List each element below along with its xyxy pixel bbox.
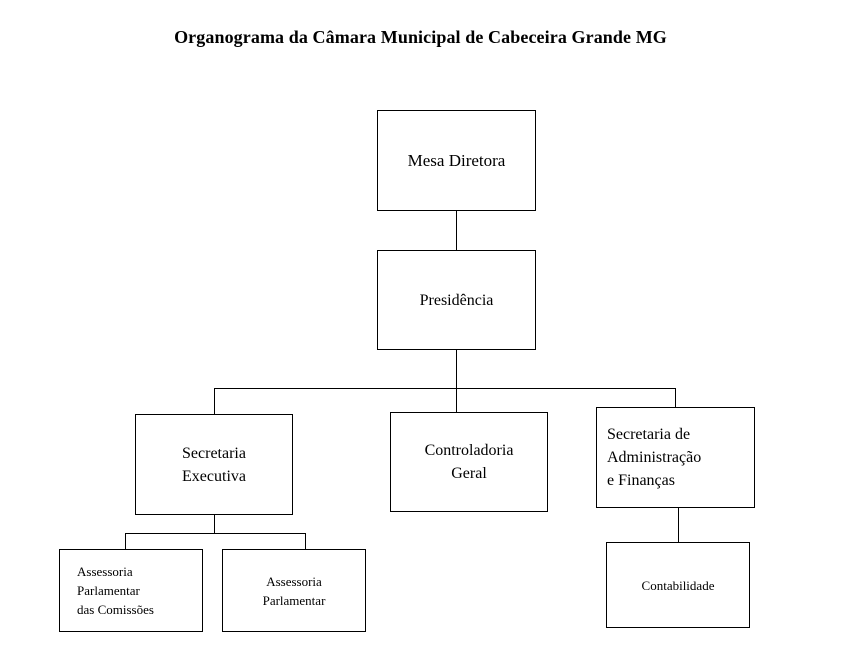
node-secretaria-administracao-financas[interactable]: Secretaria de Administração e Finanças bbox=[596, 407, 755, 508]
connector-secretaria-executiva-stem bbox=[214, 515, 215, 534]
connector-secretaria-administracao-to-contabilidade bbox=[678, 508, 679, 542]
node-assessoria-parlamentar[interactable]: Assessoria Parlamentar bbox=[222, 549, 366, 632]
node-mesa-diretora-label: Mesa Diretora bbox=[407, 150, 506, 170]
node-presidencia-label: Presidência bbox=[419, 291, 494, 309]
connector-bus-to-secretaria-executiva bbox=[214, 388, 215, 414]
connector-mesa-to-presidencia bbox=[456, 210, 457, 251]
connector-bus-to-secretaria-administracao bbox=[675, 388, 676, 407]
connector-presidencia-stem bbox=[456, 349, 457, 389]
node-assessoria-parlamentar-comissoes[interactable]: Assessoria Parlamentar das Comissões bbox=[59, 549, 203, 632]
node-controladoria-geral-label: Controladoria Geral bbox=[424, 442, 514, 482]
connector-level2-bus bbox=[214, 388, 676, 389]
node-presidencia[interactable]: Presidência bbox=[377, 250, 536, 350]
connector-bus-to-assessoria-comissoes bbox=[125, 533, 126, 550]
node-assessoria-parlamentar-label: Assessoria Parlamentar bbox=[262, 573, 326, 608]
connector-level3-left-bus bbox=[125, 533, 306, 534]
connector-bus-to-assessoria-parlamentar bbox=[305, 533, 306, 550]
connector-bus-to-controladoria bbox=[456, 388, 457, 412]
node-mesa-diretora[interactable]: Mesa Diretora bbox=[377, 110, 536, 211]
page-title: Organograma da Câmara Municipal de Cabec… bbox=[174, 27, 667, 47]
node-secretaria-administracao-financas-label: Secretaria de Administração e Finanças bbox=[607, 426, 702, 489]
node-controladoria-geral[interactable]: Controladoria Geral bbox=[390, 412, 548, 512]
node-contabilidade-label: Contabilidade bbox=[641, 577, 715, 593]
node-secretaria-executiva[interactable]: Secretaria Executiva bbox=[135, 414, 293, 515]
node-assessoria-parlamentar-comissoes-label: Assessoria Parlamentar das Comissões bbox=[77, 564, 154, 617]
node-secretaria-executiva-label: Secretaria Executiva bbox=[182, 444, 246, 485]
node-contabilidade[interactable]: Contabilidade bbox=[606, 542, 750, 628]
